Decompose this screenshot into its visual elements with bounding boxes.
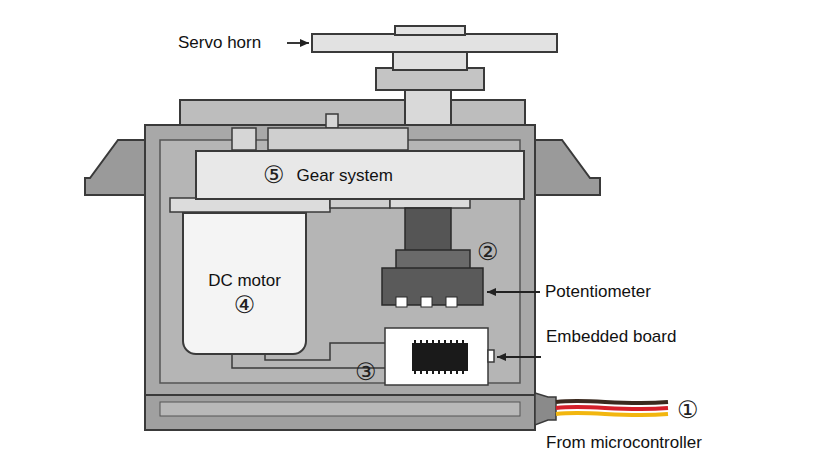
dc-motor: DC motor④: [182, 212, 307, 355]
part-label: Gear system: [297, 165, 393, 186]
horn-cap: [395, 26, 465, 35]
leader-arrow: [497, 356, 541, 358]
mounting-ear: [535, 140, 600, 195]
embedded-board: [385, 328, 488, 385]
part-label: Servo horn: [178, 32, 261, 53]
potentiometer-pin: [396, 297, 407, 307]
part-label: Potentiometer: [545, 281, 651, 302]
leader-arrow: [487, 291, 540, 293]
mounting-ear: [85, 140, 145, 195]
leader-arrow: [287, 42, 309, 44]
callout-number: ①: [677, 396, 699, 424]
potentiometer-shaft: [405, 208, 451, 253]
housing: [145, 125, 535, 397]
potentiometer-pin: [421, 297, 432, 307]
gear-post: [326, 114, 338, 128]
wire-ground: [556, 401, 668, 403]
callout-number: ②: [477, 238, 499, 266]
case-top: [180, 100, 525, 127]
hub-base: [376, 68, 484, 90]
callout-number: ④: [234, 291, 256, 319]
base-band: [160, 402, 520, 416]
gear-stack: [268, 128, 408, 150]
servo-horn: [312, 34, 557, 52]
cable-grommet: [535, 393, 556, 425]
gear-system-band: ⑤ Gear system: [195, 150, 525, 200]
chip-pins: [415, 340, 463, 374]
callout-number: ③: [355, 358, 377, 386]
case-base: [145, 395, 535, 430]
wire-power: [556, 407, 668, 409]
callout-number: ⑤: [263, 161, 285, 189]
gear-plate: [170, 198, 330, 212]
hub: [393, 52, 467, 70]
part-label: Embedded board: [546, 326, 676, 347]
gear-post: [232, 128, 256, 150]
board-connector: [488, 350, 494, 362]
part-label: From microcontroller: [546, 432, 702, 453]
part-label: DC motor: [208, 270, 281, 291]
potentiometer-pin: [446, 297, 457, 307]
chip: [412, 343, 468, 371]
wire-signal: [556, 413, 668, 415]
